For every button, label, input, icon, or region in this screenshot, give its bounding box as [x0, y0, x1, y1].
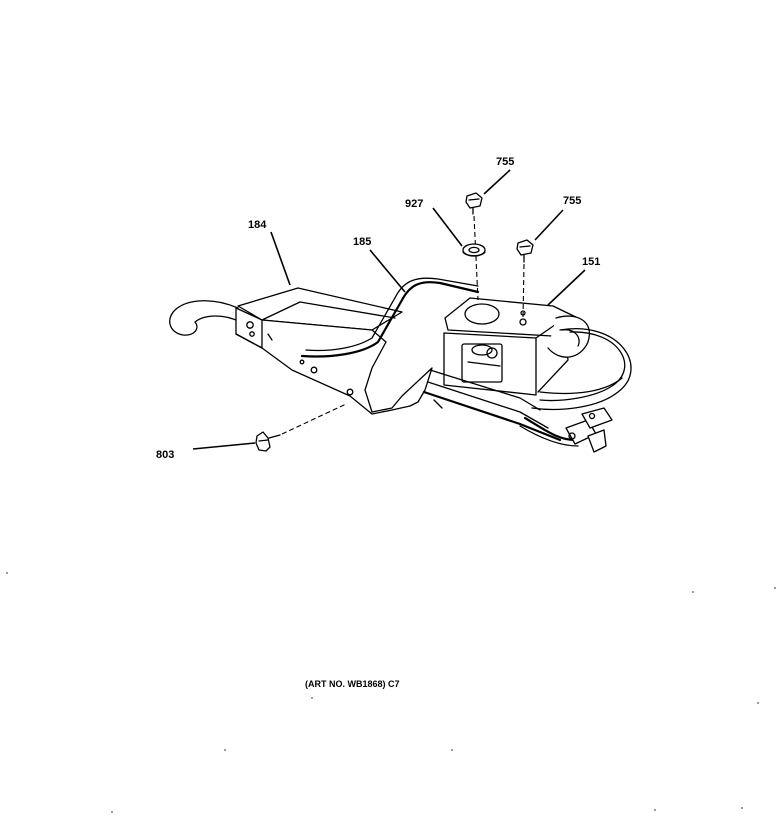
callout-185: 185	[353, 236, 371, 248]
callout-184: 184	[248, 219, 267, 231]
wire-rod-part-185	[300, 277, 480, 358]
callout-755-right: 755	[563, 195, 581, 207]
screw-part-803	[255, 403, 347, 452]
callout-803: 803	[156, 449, 174, 461]
washer-part-927	[462, 243, 486, 257]
callout-927: 927	[405, 198, 423, 210]
mounting-bracket-part-184	[169, 287, 433, 415]
callout-labels: 184 185 927 755 755 151 803	[156, 156, 600, 461]
motor-assembly-part-151	[422, 297, 632, 453]
art-number-caption: (ART NO. WB1868) C7	[305, 679, 400, 689]
screw-part-755-right	[516, 239, 534, 319]
screw-part-755-top	[465, 192, 483, 301]
scan-specks	[6, 572, 776, 813]
callout-755-top: 755	[496, 156, 514, 168]
callout-151: 151	[582, 256, 600, 268]
leader-lines	[192, 169, 586, 450]
